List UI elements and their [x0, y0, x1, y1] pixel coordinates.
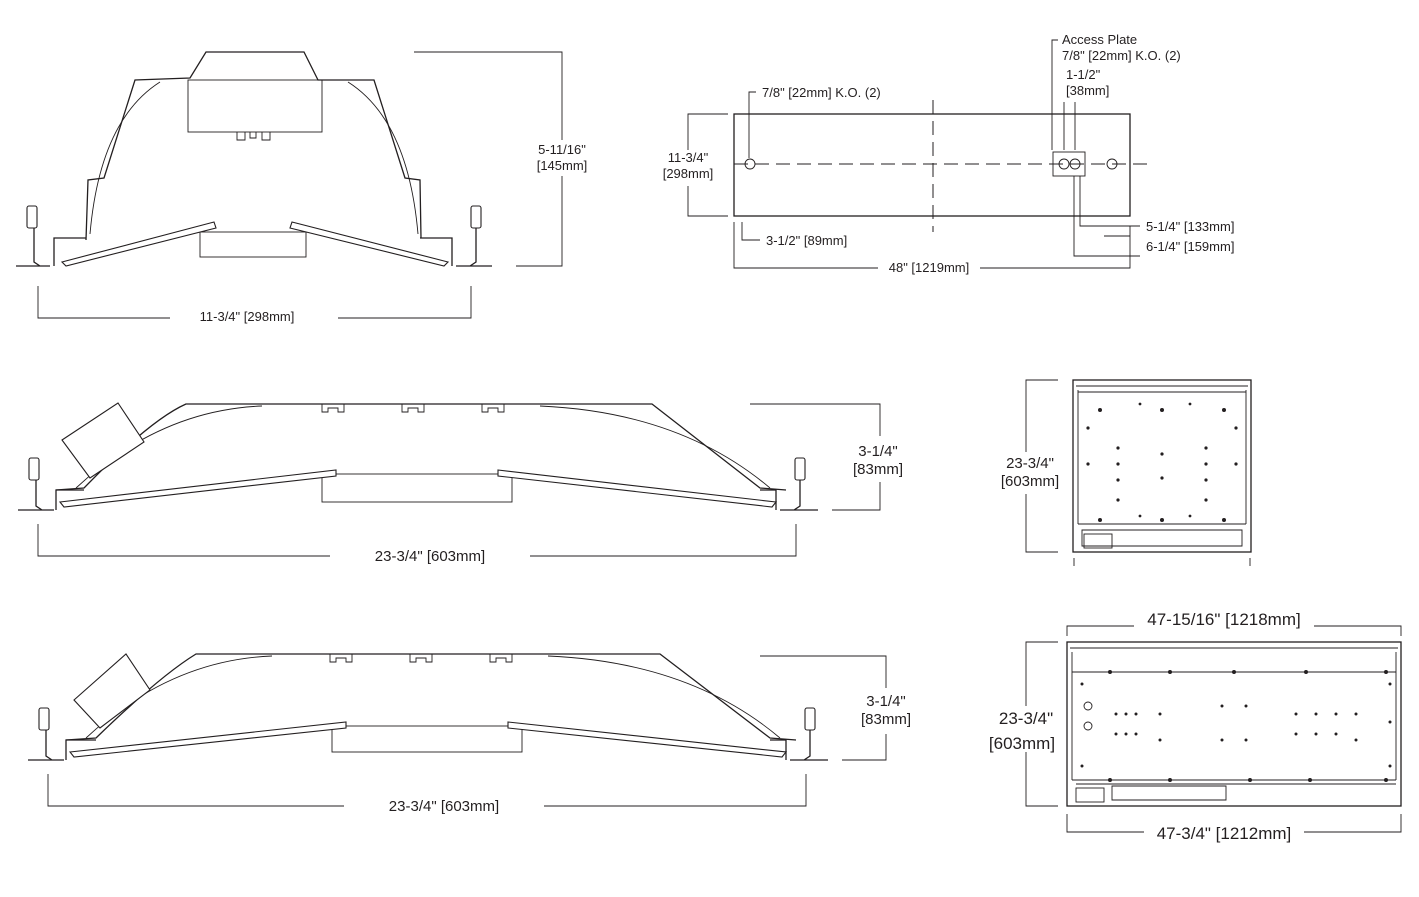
side-view-1-height-dim: [750, 403, 881, 511]
side-view-1-height-label-1: 3-1/4": [858, 443, 898, 460]
end-view-tbar-right: [420, 228, 492, 267]
side-view-1-lens: [321, 473, 513, 503]
top-view-length-dim: [733, 222, 1131, 269]
side-view-2-door-left: [68, 721, 347, 758]
side-view-1-hanger-left: [28, 457, 40, 481]
end-view-reflector-right: [347, 81, 419, 235]
top-view-offset-left-dim: [741, 222, 760, 241]
top-view-access-plate-label: Access Plate: [1062, 32, 1137, 47]
side-view-2-height-label-2: [83mm]: [861, 711, 911, 728]
end-view-door-left: [60, 221, 217, 267]
side-view-2-hanger-left: [38, 707, 50, 731]
side-view-1-width-label: 23-3/4" [603mm]: [375, 548, 485, 565]
plan-2x4-height-dim: [1025, 641, 1058, 807]
plan-2x4-top-width-dim: [1066, 625, 1402, 636]
side-view-2-width-dim: [47, 774, 807, 807]
plan-2x2-height-label-1: 23-3/4": [1006, 455, 1054, 472]
top-view: 7/8" [22mm] K.O. (2) Access Plate 7/8" […: [663, 32, 1235, 275]
top-view-ko-left-label: 7/8" [22mm] K.O. (2): [762, 85, 881, 100]
end-view-height-label-2: [145mm]: [537, 158, 588, 173]
plan-2x4-outline: [1066, 641, 1402, 807]
side-view-1-door-right: [497, 469, 778, 508]
plan-2x4-holes: [1080, 670, 1392, 782]
side-view-2-driver-box: [73, 653, 151, 729]
plan-2x4-bottom-width-dim: [1066, 814, 1402, 833]
side-view-1-housing: [55, 403, 787, 491]
top-view-width-label-2: [298mm]: [663, 166, 714, 181]
top-view-access-plate: [1052, 151, 1086, 177]
side-view-2-width-label: 23-3/4" [603mm]: [389, 798, 499, 815]
plan-2x4-height-label-2: [603mm]: [989, 734, 1055, 753]
top-view-ko-a: [1058, 158, 1070, 170]
plan-2x4-top-width-label: 47-15/16" [1218mm]: [1147, 610, 1300, 629]
top-view-spacing-label-1: 1-1/2": [1066, 67, 1101, 82]
end-view-reflector-left: [89, 81, 161, 235]
plan-2x2-height-dim: [1025, 379, 1058, 553]
side-view-2-tbar-left: [28, 730, 96, 761]
plan-2x2-height-label-2: [603mm]: [1001, 473, 1059, 490]
top-view-ko-left-leader: [748, 91, 756, 158]
side-view-1-tbar-right: [760, 480, 818, 511]
plan-2x2-inner-lines: [1073, 385, 1251, 566]
side-view-1-door-left: [58, 469, 337, 508]
side-view-2: 3-1/4" [83mm] 23-3/4" [603mm]: [28, 653, 911, 815]
end-view-hanger-right: [470, 205, 482, 229]
side-view-1-width-dim: [37, 524, 797, 557]
plan-2x2-connector: [1083, 533, 1113, 549]
plan-2x2-holes: [1086, 402, 1238, 522]
side-view-1: 3-1/4" [83mm] 23-3/4" [603mm]: [18, 402, 903, 565]
top-view-length-label: 48" [1219mm]: [889, 260, 970, 275]
side-view-1-reflector: [75, 405, 771, 489]
plan-2x2-outline: [1072, 379, 1252, 553]
side-view-1-hanger-right: [794, 457, 806, 481]
end-view-door-right: [289, 221, 450, 267]
side-view-2-door-right: [507, 721, 788, 758]
plan-2x4-height-label-1: 23-3/4": [999, 709, 1053, 728]
side-view-2-housing: [65, 653, 797, 741]
top-view-ko-right-label: 7/8" [22mm] K.O. (2): [1062, 48, 1181, 63]
side-view-2-height-label-1: 3-1/4": [866, 693, 906, 710]
end-view-driver-box: [187, 79, 323, 133]
end-view-height-dim: [414, 51, 563, 267]
top-view-spacing-label-2: [38mm]: [1066, 83, 1109, 98]
top-view-ko-c: [1106, 158, 1118, 170]
top-view-offset-left-label: 3-1/2" [89mm]: [766, 233, 847, 248]
plan-2x4-bottom-width-label: 47-3/4" [1212mm]: [1157, 824, 1292, 843]
top-view-offset-right-dim: [1073, 176, 1140, 257]
side-view-1-clips: [321, 404, 505, 413]
side-view-2-height-dim: [760, 655, 887, 761]
side-view-2-clips: [329, 654, 513, 663]
plan-2x4-ko-b: [1083, 721, 1093, 731]
top-view-width-dim: [687, 113, 728, 217]
top-view-offset-right-label-2: 6-1/4" [159mm]: [1146, 239, 1234, 254]
end-view-height-label-1: 5-11/16": [538, 142, 586, 157]
end-view-hanger-left: [26, 205, 38, 229]
top-view-spacing-leaders: [1063, 102, 1076, 150]
side-view-1-driver-box: [61, 402, 145, 479]
end-view-tbar-left: [16, 228, 86, 267]
top-view-offset-right-label-1: 5-1/4" [133mm]: [1146, 219, 1234, 234]
side-view-2-tbar-right: [770, 730, 828, 761]
side-view-2-lens: [331, 725, 523, 753]
end-view-housing: [85, 51, 422, 241]
side-view-2-hanger-right: [804, 707, 816, 731]
plan-2x2: 23-3/4" [603mm]: [1001, 379, 1252, 566]
plan-2x4-connector: [1075, 787, 1105, 803]
top-view-access-leader: [1051, 39, 1058, 150]
top-view-outline: [733, 113, 1131, 217]
side-view-1-height-label-2: [83mm]: [853, 461, 903, 478]
top-view-ko-b: [1069, 158, 1081, 170]
end-view-driver-tabs: [236, 132, 271, 141]
side-view-1-tbar-left: [18, 480, 84, 511]
top-view-ko-left: [744, 158, 756, 170]
end-view-width-label: 11-3/4" [298mm]: [200, 309, 295, 324]
top-view-width-label-1: 11-3/4": [668, 150, 709, 165]
end-view-width-dim: [37, 286, 472, 319]
end-view-lens: [199, 231, 307, 258]
plan-2x4: 47-15/16" [1218mm] 23-3/4" [603mm] 47-3/…: [989, 610, 1402, 843]
end-view: 5-11/16" [145mm] 11-3/4" [298mm]: [16, 51, 588, 324]
plan-2x4-ko-a: [1083, 701, 1093, 711]
